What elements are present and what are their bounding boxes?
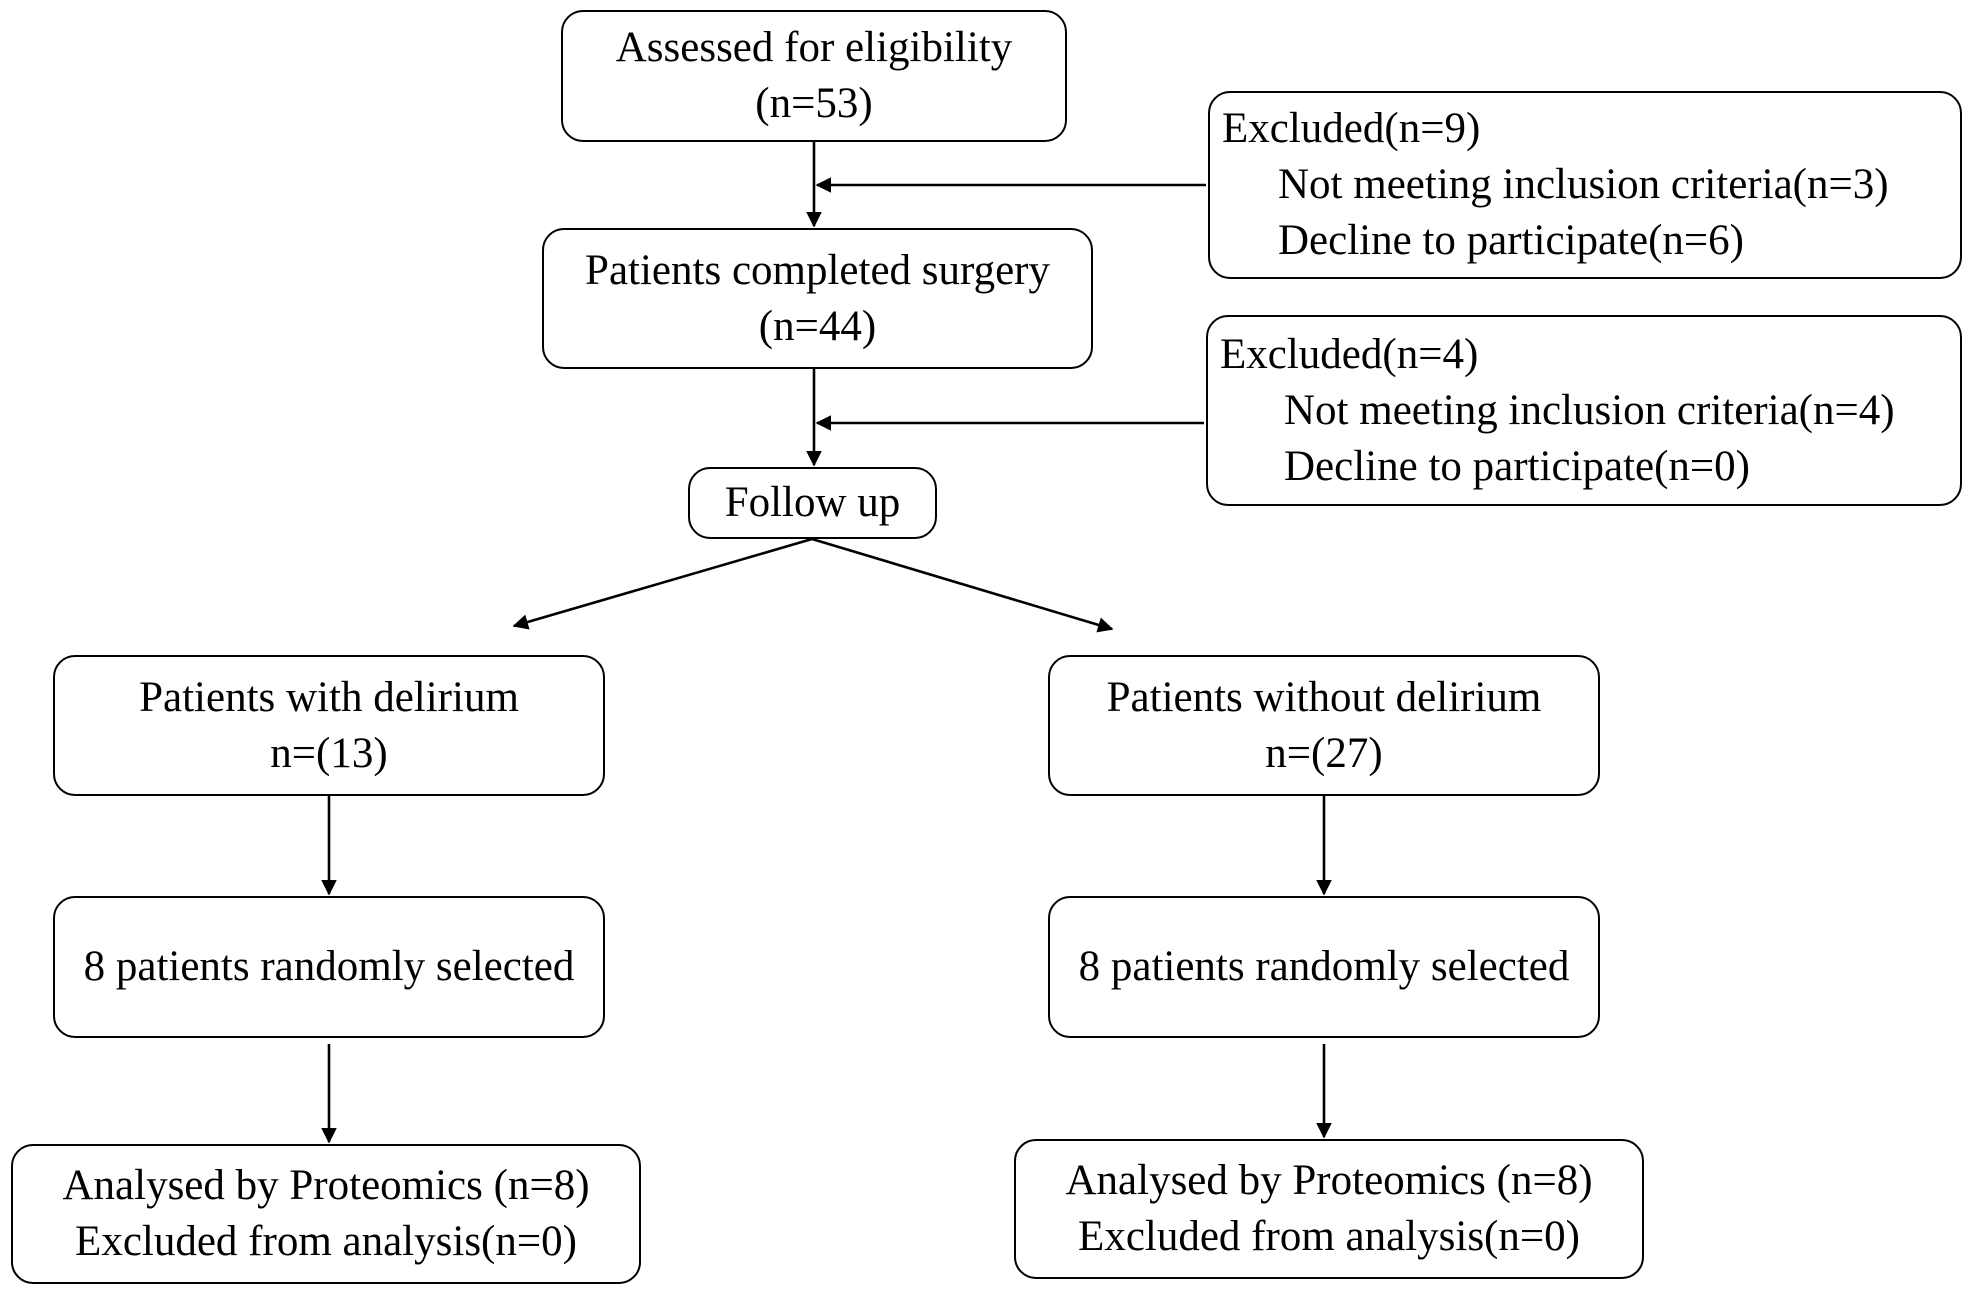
with-delirium-count: n=(13): [270, 729, 388, 777]
without-delirium-analysed-box: Analysed by Proteomics (n=8) Excluded fr…: [1014, 1139, 1644, 1279]
without-delirium-excluded-label: Excluded from analysis(n=0): [1078, 1213, 1580, 1260]
without-delirium-label: Patients without delirium: [1106, 673, 1542, 721]
excluded-1-title: Excluded(n=9): [1222, 105, 1481, 152]
with-delirium-excluded-label: Excluded from analysis(n=0): [75, 1218, 577, 1265]
without-delirium-selected-box: 8 patients randomly selected: [1048, 896, 1600, 1038]
with-delirium-label: Patients with delirium: [139, 673, 519, 721]
completed-surgery-box: Patients completed surgery (n=44): [542, 228, 1093, 369]
without-delirium-analysed-label: Analysed by Proteomics (n=8): [1065, 1157, 1593, 1204]
excluded-box-1: Excluded(n=9) Not meeting inclusion crit…: [1208, 91, 1962, 279]
assessed-count: (n=53): [755, 80, 873, 127]
assessed-label: Assessed for eligibility: [615, 24, 1013, 71]
excluded-2-reason-decline: Decline to participate(n=0): [1284, 442, 1750, 490]
follow-up-box: Follow up: [688, 467, 937, 539]
with-delirium-box: Patients with delirium n=(13): [53, 655, 605, 796]
surgery-count: (n=44): [758, 302, 877, 350]
excluded-1-reason-criteria: Not meeting inclusion criteria(n=3): [1278, 161, 1889, 208]
follow-up-label: Follow up: [724, 479, 901, 526]
assessed-for-eligibility-box: Assessed for eligibility (n=53): [561, 10, 1067, 142]
without-delirium-count: n=(27): [1265, 729, 1383, 777]
with-delirium-selected-label: 8 patients randomly selected: [83, 943, 575, 990]
excluded-box-2: Excluded(n=4) Not meeting inclusion crit…: [1206, 315, 1962, 506]
excluded-2-title: Excluded(n=4): [1220, 330, 1479, 378]
excluded-2-reason-criteria: Not meeting inclusion criteria(n=4): [1284, 386, 1895, 434]
without-delirium-selected-label: 8 patients randomly selected: [1078, 943, 1570, 990]
without-delirium-box: Patients without delirium n=(27): [1048, 655, 1600, 796]
excluded-1-reason-decline: Decline to participate(n=6): [1278, 217, 1744, 264]
arrow-followup-to-without-delirium: [811, 537, 1114, 633]
with-delirium-analysed-label: Analysed by Proteomics (n=8): [62, 1162, 590, 1209]
arrow-followup-to-with-delirium: [512, 537, 813, 630]
surgery-label: Patients completed surgery: [585, 246, 1050, 294]
with-delirium-selected-box: 8 patients randomly selected: [53, 896, 605, 1038]
with-delirium-analysed-box: Analysed by Proteomics (n=8) Excluded fr…: [11, 1144, 641, 1284]
